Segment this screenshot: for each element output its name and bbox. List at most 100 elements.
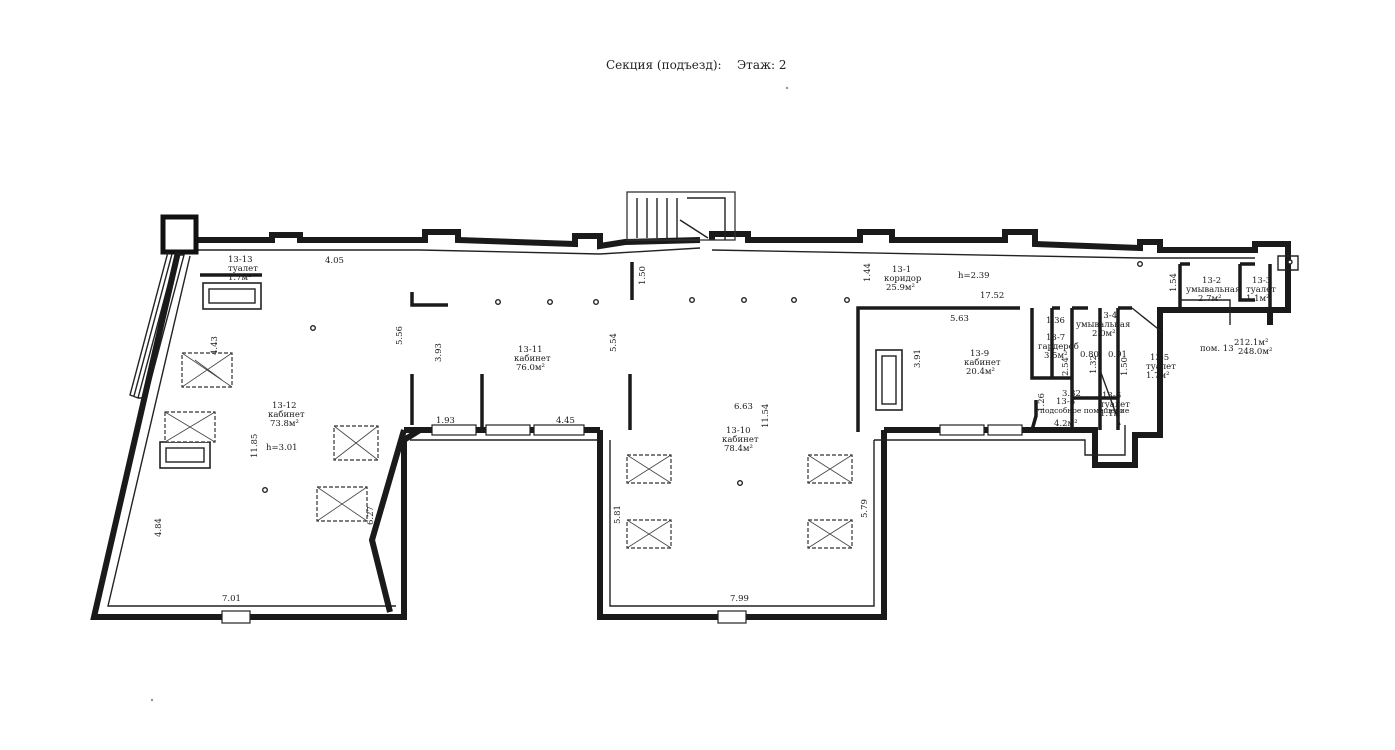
- skylight: [626, 519, 672, 549]
- room-area: 4.2м²: [1054, 419, 1078, 429]
- room-height: h=3.01: [266, 443, 298, 453]
- dim-label: 6.63: [734, 402, 753, 412]
- dim-label: 1.36: [1046, 316, 1065, 326]
- room-area: 1.7м²: [1146, 371, 1170, 381]
- room-label-13-10: 13-10 кабинет 78.4м²: [722, 426, 759, 454]
- skylight: [626, 454, 672, 484]
- room-label-13-1: 13-1 коридор 25.9м² h=2.39: [884, 265, 990, 293]
- section-label: Секция (подъезд):: [606, 58, 722, 72]
- west-wing-inner: [107, 255, 396, 607]
- room-area: 73.8м²: [270, 419, 299, 429]
- room-id: 13-12: [272, 401, 297, 411]
- room-name: умывальная: [1186, 285, 1240, 295]
- room-area: 25.9м²: [886, 283, 915, 293]
- room-area: 20.4м²: [966, 367, 995, 377]
- room-area: 1.1м²: [1100, 409, 1124, 419]
- north-wall-inner-line: [196, 247, 1255, 259]
- room-name: кабинет: [964, 357, 1001, 368]
- dim-label: 4.43: [210, 336, 220, 355]
- middle-wing-inner: [609, 440, 875, 607]
- dim-label: 5.81: [613, 505, 623, 524]
- totals-line1: 212.1м²: [1234, 338, 1268, 348]
- room-name: туалет: [1100, 400, 1130, 410]
- dim-label: 1.44: [863, 263, 873, 282]
- room-id: 13-7: [1046, 333, 1065, 343]
- dim-label: 3.93: [434, 343, 444, 362]
- window: [221, 610, 251, 624]
- room-id: 13-4: [1098, 311, 1117, 321]
- dim-label: 7.99: [730, 594, 749, 604]
- chimney-block: [160, 214, 199, 255]
- room-label-13-5: 13-5 туалет 1.7м²: [1146, 353, 1176, 381]
- dim-label: 1.26: [1037, 393, 1047, 412]
- dim-label: 2.54: [1061, 357, 1071, 376]
- fixture-inner: [208, 288, 256, 304]
- column: [262, 487, 269, 494]
- totals-prefix: пом. 13: [1200, 344, 1234, 354]
- entrance-stairs: [626, 191, 736, 241]
- room-id: 13-1: [892, 265, 911, 275]
- column: [1136, 261, 1143, 268]
- column: [1287, 259, 1293, 265]
- room-label-13-13: 13-13 туалет 1.7м²: [228, 255, 258, 283]
- totals-line2: 248.0м²: [1238, 347, 1272, 357]
- room-label-13-9: 13-9 кабинет 20.4м²: [964, 349, 1001, 377]
- room-name: туалет: [1146, 362, 1176, 372]
- room-label-13-4: 13-4 умывальная 2.0м²: [1076, 311, 1130, 339]
- dim-label: 1.32: [1089, 355, 1099, 374]
- room-id: 13-3: [1252, 276, 1271, 286]
- dim-label: 5.79: [860, 499, 870, 518]
- room-name: подсобное помещение: [1040, 406, 1130, 415]
- room-id: 13-11: [518, 345, 543, 355]
- room-name: кабинет: [722, 434, 759, 445]
- window: [717, 610, 747, 624]
- column: [310, 325, 317, 332]
- window: [533, 424, 585, 436]
- room-name: туалет: [228, 264, 258, 274]
- column: [593, 299, 600, 306]
- dim-label: 3.32: [1062, 389, 1081, 399]
- room-area: 1.7м²: [228, 273, 252, 283]
- room-name: кабинет: [514, 353, 551, 364]
- east-end-wall: [1270, 256, 1291, 313]
- dim-label: 0.80: [1080, 350, 1099, 360]
- room-label-13-11: 13-11 кабинет 76.0м²: [514, 345, 551, 373]
- window: [987, 424, 1023, 436]
- wall-13-8-stub: [1030, 400, 1038, 431]
- fixture-13-13: [202, 282, 262, 310]
- window: [939, 424, 985, 436]
- room-13-9-wall: [856, 306, 1020, 432]
- skylight: [316, 486, 368, 522]
- room-label-13-2: 13-2 умывальная 2.7м²: [1186, 276, 1240, 304]
- room-name: кабинет: [268, 409, 305, 420]
- room-label-13-3: 13-3 туалет 1.1м²: [1246, 276, 1276, 304]
- room-name: умывальная: [1076, 320, 1130, 330]
- skylight: [164, 411, 216, 443]
- toilet-13-2-walls: [1178, 262, 1272, 310]
- column: [495, 299, 502, 306]
- east-south-wall: [884, 307, 1273, 468]
- skylight: [807, 454, 853, 484]
- speck: [785, 86, 789, 90]
- fixture-inner: [165, 447, 205, 463]
- fixture-13-9: [875, 349, 903, 411]
- room-name: коридор: [884, 274, 922, 284]
- north-wall-west: [196, 229, 701, 250]
- room-id: 13-8: [1056, 397, 1075, 407]
- dim-label: 7.01: [222, 594, 241, 604]
- room-label-13-12: 13-12 кабинет 73.8м² h=3.01: [266, 401, 305, 453]
- north-wall-east: [709, 229, 1291, 256]
- dim-label: 11.54: [761, 404, 771, 428]
- dim-label: 11.85: [250, 434, 260, 458]
- totals-label: пом. 13 212.1м² 248.0м²: [1200, 338, 1272, 357]
- speck: [150, 698, 154, 702]
- room-area: 2.7м²: [1198, 294, 1222, 304]
- column: [689, 297, 696, 304]
- room-area: 3.5м²: [1044, 351, 1068, 361]
- dim-label: 6.27: [366, 506, 376, 525]
- room-id: 13-13: [228, 255, 253, 265]
- room-label-13-6: 13-6 туалет 1.1м²: [1100, 391, 1130, 419]
- dim-label: 5.63: [950, 314, 969, 324]
- column: [844, 297, 851, 304]
- dim-label: 1.54: [1169, 273, 1179, 292]
